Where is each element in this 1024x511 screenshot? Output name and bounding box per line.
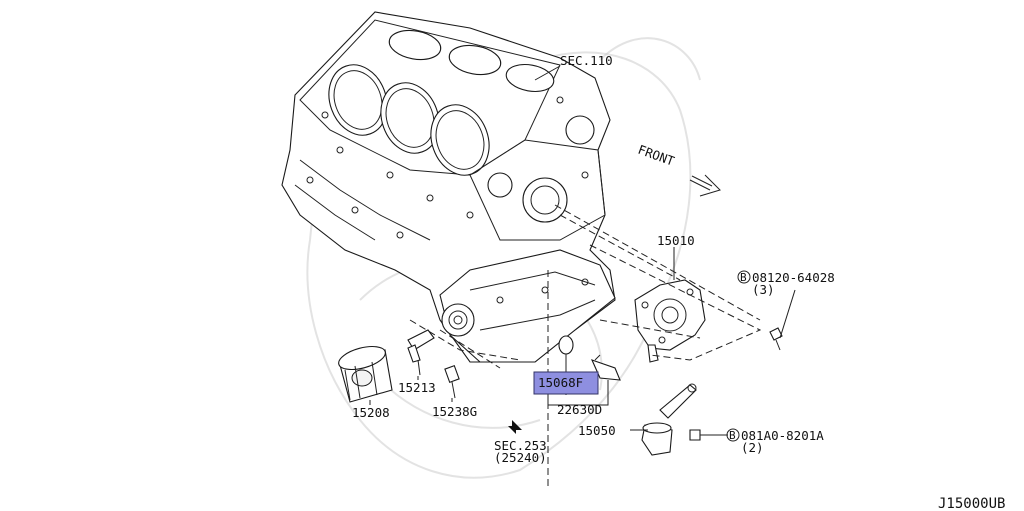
oil-filter (338, 345, 393, 403)
strainer-bolt (689, 429, 728, 441)
oil-filter-label[interactable]: 15208 (352, 405, 390, 420)
engine-block (281, 11, 616, 363)
gasket-highlight (533, 371, 599, 395)
pump-bolt-code: 08120-64028 (752, 270, 835, 285)
sec-253-label[interactable]: SEC.253 (494, 438, 547, 453)
strainer-bolt-code: 081A0-8201A (741, 428, 824, 443)
bolt-marker-circle-icon (737, 270, 751, 284)
pump-bolt (769, 289, 796, 351)
pressure-switch-label[interactable]: 22630D (557, 402, 602, 417)
sec-253-sub-label: (25240) (494, 450, 547, 465)
pressure-switch (558, 335, 621, 381)
sec-110-label[interactable]: SEC.110 (560, 53, 613, 68)
cylinder-bores (328, 29, 555, 176)
front-arrow-icon (689, 174, 721, 197)
front-label: FRONT (636, 142, 677, 169)
strainer-bolt-qty: (2) (741, 440, 764, 455)
relief-valve (444, 365, 460, 399)
strainer-bolt-callout[interactable]: B 081A0-8201A (2) (726, 428, 824, 455)
oil-pump-label[interactable]: 15010 (657, 233, 695, 248)
strainer-label[interactable]: 15050 (578, 423, 616, 438)
strainer-bolt-marker: B (729, 429, 736, 442)
bolt-marker-circle-icon (726, 428, 740, 442)
reference-code: J15000UB (938, 496, 1005, 511)
sec-253-arrow-icon (508, 420, 522, 434)
block-bolt-bosses (306, 96, 589, 239)
oil-strainer (641, 383, 697, 456)
oil-pump (634, 279, 706, 363)
pump-bolt-marker: B (740, 271, 747, 284)
pump-bolt-callout[interactable]: B 08120-64028 (3) (737, 270, 835, 297)
gasket-label[interactable]: 15068F (538, 375, 583, 390)
connector-bolt-label[interactable]: 15213 (398, 380, 436, 395)
connector-bolt (407, 329, 435, 376)
relief-valve-label[interactable]: 15238G (432, 404, 477, 419)
pump-bolt-qty: (3) (752, 282, 775, 297)
